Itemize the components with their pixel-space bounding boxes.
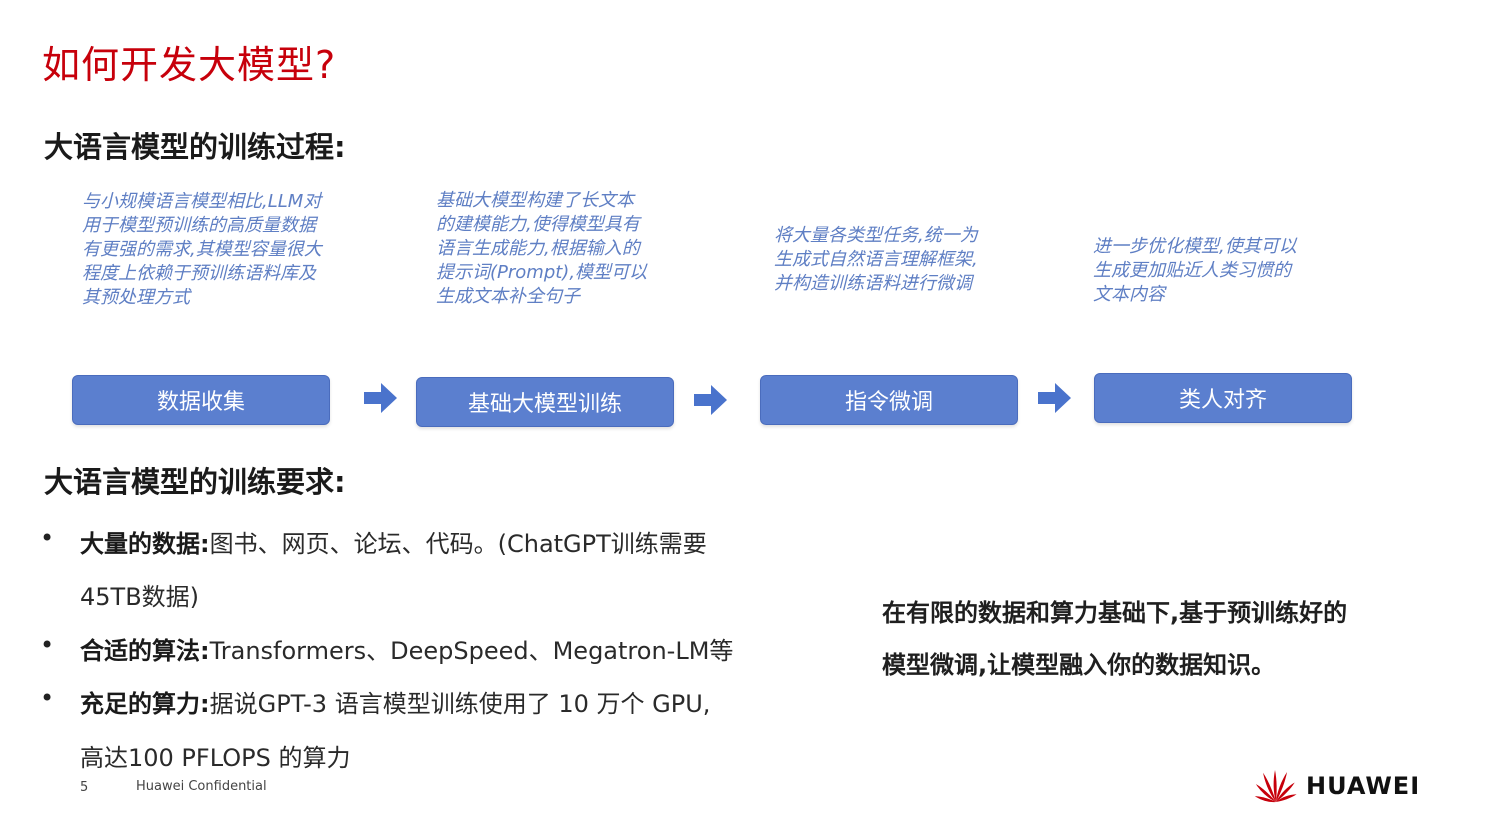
step-box-base-model-training: 基础大模型训练 <box>416 377 674 427</box>
requirement-compute: 充足的算力:据说GPT-3 语言模型训练使用了 10 万个 GPU, <box>80 684 710 719</box>
requirement-compute-continued: 高达100 PFLOPS 的算力 <box>80 744 351 772</box>
step-label: 类人对齐 <box>1178 388 1267 413</box>
requirement-data-continued: 45TB数据) <box>80 583 200 611</box>
requirement-label: 大量的数据: <box>80 530 210 558</box>
bullet-marker: • <box>40 684 55 712</box>
step-description-instruction-tuning: 将大量各类型任务,统一为生成式自然语言理解框架,并构造训练语料进行微调 <box>774 225 978 294</box>
arrow-right-icon <box>364 383 397 413</box>
callout-line-1: 在有限的数据和算力基础下,基于预训练好的 <box>882 599 1348 627</box>
requirement-label: 合适的算法: <box>80 637 210 665</box>
arrow-right-icon <box>1038 383 1071 413</box>
requirement-data: 大量的数据:图书、网页、论坛、代码。(ChatGPT训练需要 <box>80 524 707 559</box>
step-description-data-collection: 与小规模语言模型相比,LLM对用于模型预训练的高质量数据有更强的需求,其模型容量… <box>82 191 322 308</box>
requirement-text: Transformers、DeepSpeed、Megatron-LM等 <box>209 637 734 665</box>
arrow-right-icon <box>694 385 727 415</box>
step-label: 基础大模型训练 <box>467 392 622 417</box>
slide-title: 如何开发大模型? <box>42 43 337 87</box>
step-label: 指令微调 <box>844 390 933 415</box>
section-training-requirements: 大语言模型的训练要求: <box>44 465 346 499</box>
bullet-marker: • <box>40 631 55 659</box>
step-description-base-model-training: 基础大模型构建了长文本的建模能力,使得模型具有语言生成能力,根据输入的提示词(P… <box>436 190 648 307</box>
section-training-process: 大语言模型的训练过程: <box>44 130 346 164</box>
requirement-label: 充足的算力: <box>80 690 210 718</box>
step-description-human-alignment: 进一步优化模型,使其可以生成更加贴近人类习惯的文本内容 <box>1093 236 1297 305</box>
requirement-text: 据说GPT-3 语言模型训练使用了 10 万个 GPU, <box>209 690 711 718</box>
step-box-data-collection: 数据收集 <box>72 375 330 425</box>
callout-line-2: 模型微调,让模型融入你的数据知识。 <box>882 651 1276 679</box>
brand-name: HUAWEI <box>1306 772 1421 800</box>
confidential-label: Huawei Confidential <box>136 779 267 794</box>
step-box-instruction-tuning: 指令微调 <box>760 375 1018 425</box>
page-number: 5 <box>80 780 89 795</box>
requirement-algorithm: 合适的算法:Transformers、DeepSpeed、Megatron-LM… <box>80 631 733 666</box>
requirement-text: 图书、网页、论坛、代码。(ChatGPT训练需要 <box>209 530 707 558</box>
huawei-logo-icon <box>1254 770 1297 803</box>
step-label: 数据收集 <box>156 390 245 415</box>
bullet-marker: • <box>40 524 55 552</box>
step-box-human-alignment: 类人对齐 <box>1094 373 1352 423</box>
